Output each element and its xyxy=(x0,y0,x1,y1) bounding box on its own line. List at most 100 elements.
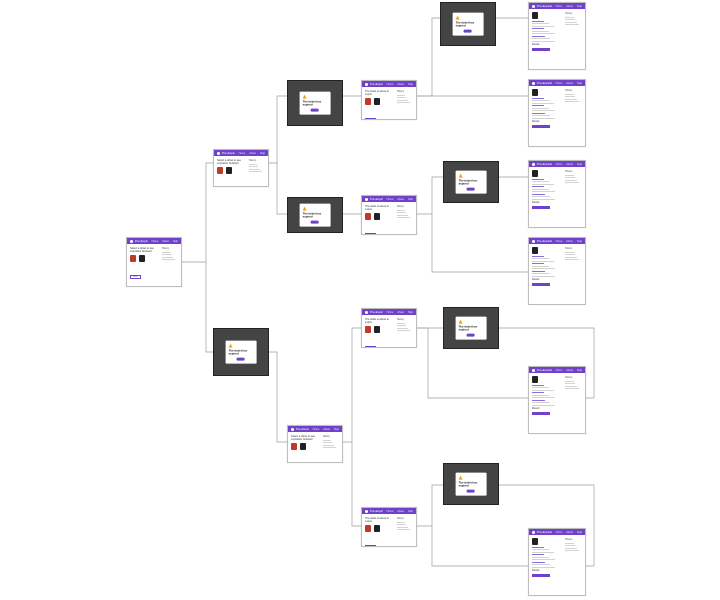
screen-select-b[interactable]: Pre-Expiration MutationHomeAboutHelpSele… xyxy=(287,425,343,463)
sidebar-line xyxy=(565,24,579,25)
nav-link[interactable]: Home xyxy=(556,369,563,372)
screen-expire-a[interactable]: Pre-Expiration MutationHomeAboutHelpThe … xyxy=(361,80,417,120)
finish-button[interactable] xyxy=(532,48,550,51)
finish-button[interactable] xyxy=(532,574,550,577)
nav-link[interactable]: Home xyxy=(556,240,563,243)
nav-link[interactable]: About xyxy=(162,240,169,243)
ticket-red-icon[interactable] xyxy=(365,525,371,532)
action-button[interactable]: Next xyxy=(365,545,376,547)
screen-expire-b[interactable]: Pre-Expiration MutationHomeAboutHelpThe … xyxy=(361,195,417,235)
nav-link[interactable]: Help xyxy=(577,531,582,534)
ticket-dark-icon[interactable] xyxy=(374,213,380,220)
screen-expire-d[interactable]: Pre-Expiration MutationHomeAboutHelpThe … xyxy=(361,507,417,547)
finish-button[interactable] xyxy=(532,206,550,209)
action-button[interactable]: Next xyxy=(130,275,141,279)
modal-expired-4[interactable]: The ticket has expired xyxy=(440,2,496,46)
modal-ok-button[interactable] xyxy=(311,221,319,224)
modal-expired-1[interactable]: The ticket has expired xyxy=(287,80,343,126)
action-button[interactable]: Next xyxy=(365,346,376,348)
action-button[interactable]: Next xyxy=(365,118,376,120)
modal-expired-6[interactable]: The ticket has expired xyxy=(443,307,499,349)
modal-ok-button[interactable] xyxy=(467,490,475,493)
ticket-dark-icon[interactable] xyxy=(139,255,145,262)
nav-link[interactable]: Home xyxy=(313,428,320,431)
nav-link[interactable]: Help xyxy=(408,198,413,201)
nav-link[interactable]: Help xyxy=(408,510,413,513)
ticket-red-icon[interactable] xyxy=(365,98,371,105)
ticket-dark-icon[interactable] xyxy=(374,326,380,333)
modal-ok-button[interactable] xyxy=(467,188,475,191)
nav-link[interactable]: Home xyxy=(387,198,394,201)
nav-link[interactable]: About xyxy=(397,510,404,513)
sidebar-line xyxy=(565,383,575,384)
nav-link[interactable]: About xyxy=(566,163,573,166)
ticket-dark-icon[interactable] xyxy=(300,443,306,450)
app-logo-icon xyxy=(532,240,535,243)
action-button[interactable]: Next xyxy=(365,233,376,235)
screen-select-a[interactable]: Pre-Expiration MutationHomeAboutHelpSele… xyxy=(213,149,269,187)
nav-link[interactable]: Home xyxy=(556,5,563,8)
nav-link[interactable]: About xyxy=(397,311,404,314)
nav-link[interactable]: About xyxy=(566,5,573,8)
nav-link[interactable]: Help xyxy=(173,240,178,243)
nav-link[interactable]: Home xyxy=(387,83,394,86)
modal-expired-3[interactable]: The ticket has expired xyxy=(213,328,269,376)
finish-button[interactable] xyxy=(532,412,550,415)
nav-link[interactable]: About xyxy=(249,152,256,155)
screen-main: Result xyxy=(532,12,562,51)
ticket-dark-icon[interactable] xyxy=(226,167,232,174)
nav-link[interactable]: Home xyxy=(239,152,246,155)
modal-ok-button[interactable] xyxy=(467,334,475,337)
screen-result-2[interactable]: Pre-Expiration MutationHomeAboutHelpResu… xyxy=(528,79,586,147)
nav-link[interactable]: Home xyxy=(152,240,159,243)
nav-link[interactable]: Home xyxy=(556,82,563,85)
nav-link[interactable]: About xyxy=(566,240,573,243)
modal-expired-5[interactable]: The ticket has expired xyxy=(443,161,499,203)
nav-link[interactable]: Help xyxy=(408,83,413,86)
ticket-red-icon[interactable] xyxy=(217,167,223,174)
sidebar-line xyxy=(565,388,579,389)
finish-button[interactable] xyxy=(532,283,550,286)
nav-link[interactable]: Help xyxy=(408,311,413,314)
screen-result-3[interactable]: Pre-Expiration MutationHomeAboutHelpResu… xyxy=(528,160,586,228)
nav-link[interactable]: About xyxy=(323,428,330,431)
modal-ok-button[interactable] xyxy=(311,109,319,112)
nav-link[interactable]: Home xyxy=(387,311,394,314)
modal-ok-button[interactable] xyxy=(237,358,245,361)
screen-prompt: Result xyxy=(532,120,562,123)
ticket-red-icon[interactable] xyxy=(365,326,371,333)
modal-ok-button[interactable] xyxy=(464,30,472,33)
ticket-red-icon[interactable] xyxy=(291,443,297,450)
nav-link[interactable]: About xyxy=(397,83,404,86)
nav-link[interactable]: Help xyxy=(260,152,265,155)
screen-result-6[interactable]: Pre-Expiration MutationHomeAboutHelpResu… xyxy=(528,528,586,596)
screen-start[interactable]: Pre-Expiration MutationHomeAboutHelpSele… xyxy=(126,237,182,287)
nav-link[interactable]: Help xyxy=(577,163,582,166)
nav-link[interactable]: Help xyxy=(577,369,582,372)
ticket-dark-icon[interactable] xyxy=(374,525,380,532)
nav-link[interactable]: Help xyxy=(334,428,339,431)
result-line xyxy=(532,28,544,29)
screen-result-4[interactable]: Pre-Expiration MutationHomeAboutHelpResu… xyxy=(528,237,586,305)
ticket-dark-icon[interactable] xyxy=(374,98,380,105)
nav-link[interactable]: About xyxy=(397,198,404,201)
warning-icon xyxy=(229,344,233,348)
screen-expire-c[interactable]: Pre-Expiration MutationHomeAboutHelpThe … xyxy=(361,308,417,348)
nav-link[interactable]: Home xyxy=(556,531,563,534)
nav-link[interactable]: Home xyxy=(387,510,394,513)
nav-link[interactable]: Home xyxy=(556,163,563,166)
nav-link[interactable]: Help xyxy=(577,82,582,85)
nav-link[interactable]: Help xyxy=(577,5,582,8)
ticket-red-icon[interactable] xyxy=(365,213,371,220)
ticket-red-icon[interactable] xyxy=(130,255,136,262)
nav-link[interactable]: Help xyxy=(577,240,582,243)
modal-expired-7[interactable]: The ticket has expired xyxy=(443,463,499,505)
screen-result-1[interactable]: Pre-Expiration MutationHomeAboutHelpResu… xyxy=(528,2,586,70)
nav-link[interactable]: About xyxy=(566,369,573,372)
screen-result-5[interactable]: Pre-Expiration MutationHomeAboutHelpResu… xyxy=(528,366,586,434)
nav-link[interactable]: About xyxy=(566,82,573,85)
nav-link[interactable]: About xyxy=(566,531,573,534)
finish-button[interactable] xyxy=(532,125,550,128)
modal-expired-2[interactable]: The ticket has expired xyxy=(287,197,343,233)
sidebar-line xyxy=(162,254,172,255)
